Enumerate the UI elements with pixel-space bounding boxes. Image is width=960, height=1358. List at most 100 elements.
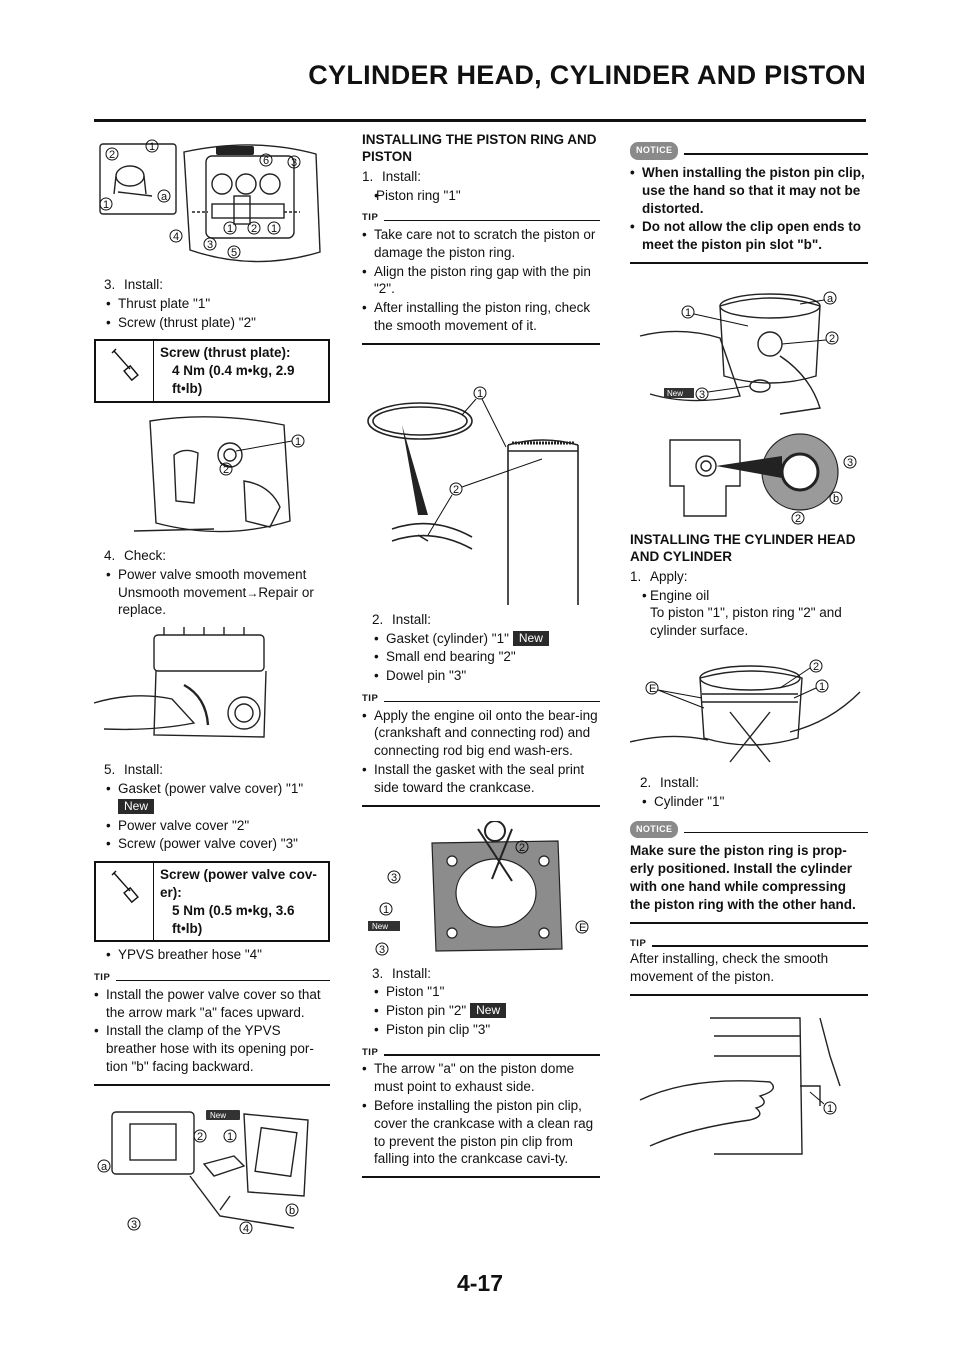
figure-piston-pin-clip: New 1 a 2 3 bbox=[630, 286, 868, 416]
list-item: Power valve smooth movement bbox=[94, 566, 330, 584]
torque-wrench-icon bbox=[96, 341, 154, 401]
step-title: Install: bbox=[124, 762, 164, 778]
svg-text:3: 3 bbox=[207, 239, 213, 251]
tip-end-rule bbox=[630, 993, 868, 996]
svg-text:3: 3 bbox=[847, 457, 853, 469]
step-1: 1.Install: Piston ring "1" bbox=[362, 168, 600, 205]
svg-text:1: 1 bbox=[477, 388, 483, 400]
tip-item: Before installing the piston pin clip, c… bbox=[362, 1097, 600, 1168]
tip-body: Apply the engine oil onto the bear-ing (… bbox=[362, 707, 600, 797]
svg-text:2: 2 bbox=[197, 1131, 203, 1143]
torque-title: Screw (thrust plate): bbox=[160, 345, 291, 361]
step-number: 1. bbox=[630, 568, 642, 584]
list-item: Small end bearing "2" bbox=[362, 648, 600, 666]
svg-text:1: 1 bbox=[103, 199, 109, 211]
svg-text:1: 1 bbox=[227, 1131, 233, 1143]
torque-value: 5 Nm (0.5 m•kg, 3.6 ft•lb) bbox=[172, 902, 295, 936]
step-5: 5.Install: Gasket (power valve cover) "1… bbox=[94, 761, 330, 853]
figure-power-valve-cover: New a 2 1 b 3 4 bbox=[94, 1100, 330, 1234]
step-number: 2. bbox=[372, 611, 384, 627]
svg-text:b: b bbox=[289, 1205, 295, 1217]
list-item: Piston ring "1" bbox=[362, 187, 600, 205]
svg-text:1: 1 bbox=[295, 436, 301, 448]
notice-end-rule bbox=[630, 921, 868, 924]
step-number: 5. bbox=[104, 762, 116, 778]
torque-spec-thrust-plate: Screw (thrust plate): 4 Nm (0.4 m•kg, 2.… bbox=[94, 339, 330, 403]
svg-text:3: 3 bbox=[379, 944, 385, 956]
section-heading: INSTALLING THE PISTON RING AND PISTON bbox=[362, 132, 597, 164]
svg-text:2: 2 bbox=[251, 223, 257, 235]
svg-text:New: New bbox=[210, 1111, 226, 1120]
svg-text:3: 3 bbox=[131, 1219, 137, 1231]
tip-end-rule bbox=[362, 804, 600, 807]
tip-item: Align the piston ring gap with the pin "… bbox=[362, 263, 600, 299]
list-item: Screw (thrust plate) "2" bbox=[94, 314, 330, 332]
header-rule bbox=[94, 119, 866, 122]
figure-install-cylinder: 1 bbox=[630, 1016, 868, 1156]
step-title: Apply: bbox=[650, 568, 688, 584]
torque-value: 4 Nm (0.4 m•kg, 2.9 ft•lb) bbox=[172, 363, 295, 397]
svg-text:2: 2 bbox=[109, 149, 115, 161]
list-item: Engine oil bbox=[630, 587, 868, 605]
tip-heading: TIP bbox=[362, 693, 600, 706]
tip-body: Take care not to scratch the piston or d… bbox=[362, 226, 600, 335]
tip-body: Install the power valve cover so that th… bbox=[94, 986, 330, 1076]
notice-body: Make sure the piston ring is prop-erly p… bbox=[630, 843, 856, 912]
torque-spec-power-valve-cover: Screw (power valve cov-er): 5 Nm (0.5 m•… bbox=[94, 861, 330, 943]
step-title: Install: bbox=[392, 611, 432, 627]
step-title: Install: bbox=[392, 965, 432, 981]
step-3: 3.Install: Piston "1" Piston pin "2"New … bbox=[362, 965, 600, 1039]
svg-text:3: 3 bbox=[391, 872, 397, 884]
tip-item: The arrow "a" on the piston dome must po… bbox=[362, 1060, 600, 1096]
tip-item: Take care not to scratch the piston or d… bbox=[362, 226, 600, 262]
list-item: Piston pin clip "3" bbox=[362, 1021, 600, 1039]
svg-text:1: 1 bbox=[685, 307, 691, 319]
svg-text:2: 2 bbox=[519, 842, 525, 854]
tip-item: Apply the engine oil onto the bear-ing (… bbox=[362, 707, 600, 760]
figure-piston-pin-slot: 3 b 2 bbox=[630, 426, 868, 526]
notice-body: When installing the piston pin clip, use… bbox=[630, 164, 868, 254]
step-number: 3. bbox=[104, 277, 116, 292]
notice-heading: NOTICE bbox=[630, 820, 868, 839]
list-item-detail: To piston "1", piston ring "2" and cylin… bbox=[650, 605, 842, 639]
tip-heading: TIP bbox=[362, 212, 600, 225]
tip-heading: TIP bbox=[630, 938, 868, 951]
figure-thrust-plate: 2 1 1 a 6 3 4 1 2 1 3 5 bbox=[94, 132, 330, 270]
list-item: Dowel pin "3" bbox=[362, 667, 600, 685]
page-title: CYLINDER HEAD, CYLINDER AND PISTON bbox=[308, 60, 866, 90]
tip-heading: TIP bbox=[362, 1047, 600, 1060]
figure-crankcase-gasket: New 2 3 1 3 E bbox=[362, 820, 600, 959]
svg-text:a: a bbox=[827, 293, 834, 305]
page-number: 4-17 bbox=[456, 1270, 504, 1296]
torque-title: Screw (power valve cov-er): bbox=[160, 867, 317, 901]
column-2: INSTALLING THE PISTON RING AND PISTON 1.… bbox=[362, 132, 600, 1179]
svg-text:4: 4 bbox=[173, 231, 179, 243]
list-item: Gasket (cylinder) "1"New bbox=[362, 630, 600, 648]
svg-text:6: 6 bbox=[263, 155, 269, 167]
svg-text:New: New bbox=[372, 922, 388, 931]
svg-text:1: 1 bbox=[271, 223, 277, 235]
new-badge: New bbox=[118, 798, 155, 814]
step-title: Install: bbox=[382, 168, 422, 184]
step-title: Install: bbox=[124, 277, 164, 292]
svg-text:4: 4 bbox=[243, 1223, 249, 1234]
step-2: 2. Install: Gasket (cylinder) "1"New Smal… bbox=[362, 611, 600, 685]
notice-badge: NOTICE bbox=[630, 142, 679, 160]
figure-power-valve: 1 2 bbox=[94, 411, 330, 541]
step-number: 2. bbox=[640, 774, 652, 790]
tip-item: After installing the piston ring, check … bbox=[362, 299, 600, 335]
list-item: Power valve cover "2" bbox=[94, 817, 330, 835]
step-title: Install: bbox=[660, 774, 700, 790]
section-heading: INSTALLING THE CYLINDER HEAD AND CYLINDE… bbox=[630, 531, 856, 564]
torque-wrench-icon bbox=[96, 863, 154, 941]
column-1: 2 1 1 a 6 3 4 1 2 1 3 5 3.Install: Thrus… bbox=[94, 132, 330, 1234]
svg-text:1: 1 bbox=[383, 904, 389, 916]
step-number: 4. bbox=[104, 547, 116, 563]
notice-badge: NOTICE bbox=[630, 820, 679, 839]
svg-text:2: 2 bbox=[795, 513, 801, 525]
step-2: 2.Install: Cylinder "1" bbox=[630, 774, 868, 811]
svg-text:1: 1 bbox=[149, 141, 155, 153]
svg-text:E: E bbox=[579, 922, 586, 934]
list-item: Piston pin "2"New bbox=[362, 1002, 600, 1020]
svg-text:1: 1 bbox=[819, 681, 825, 693]
